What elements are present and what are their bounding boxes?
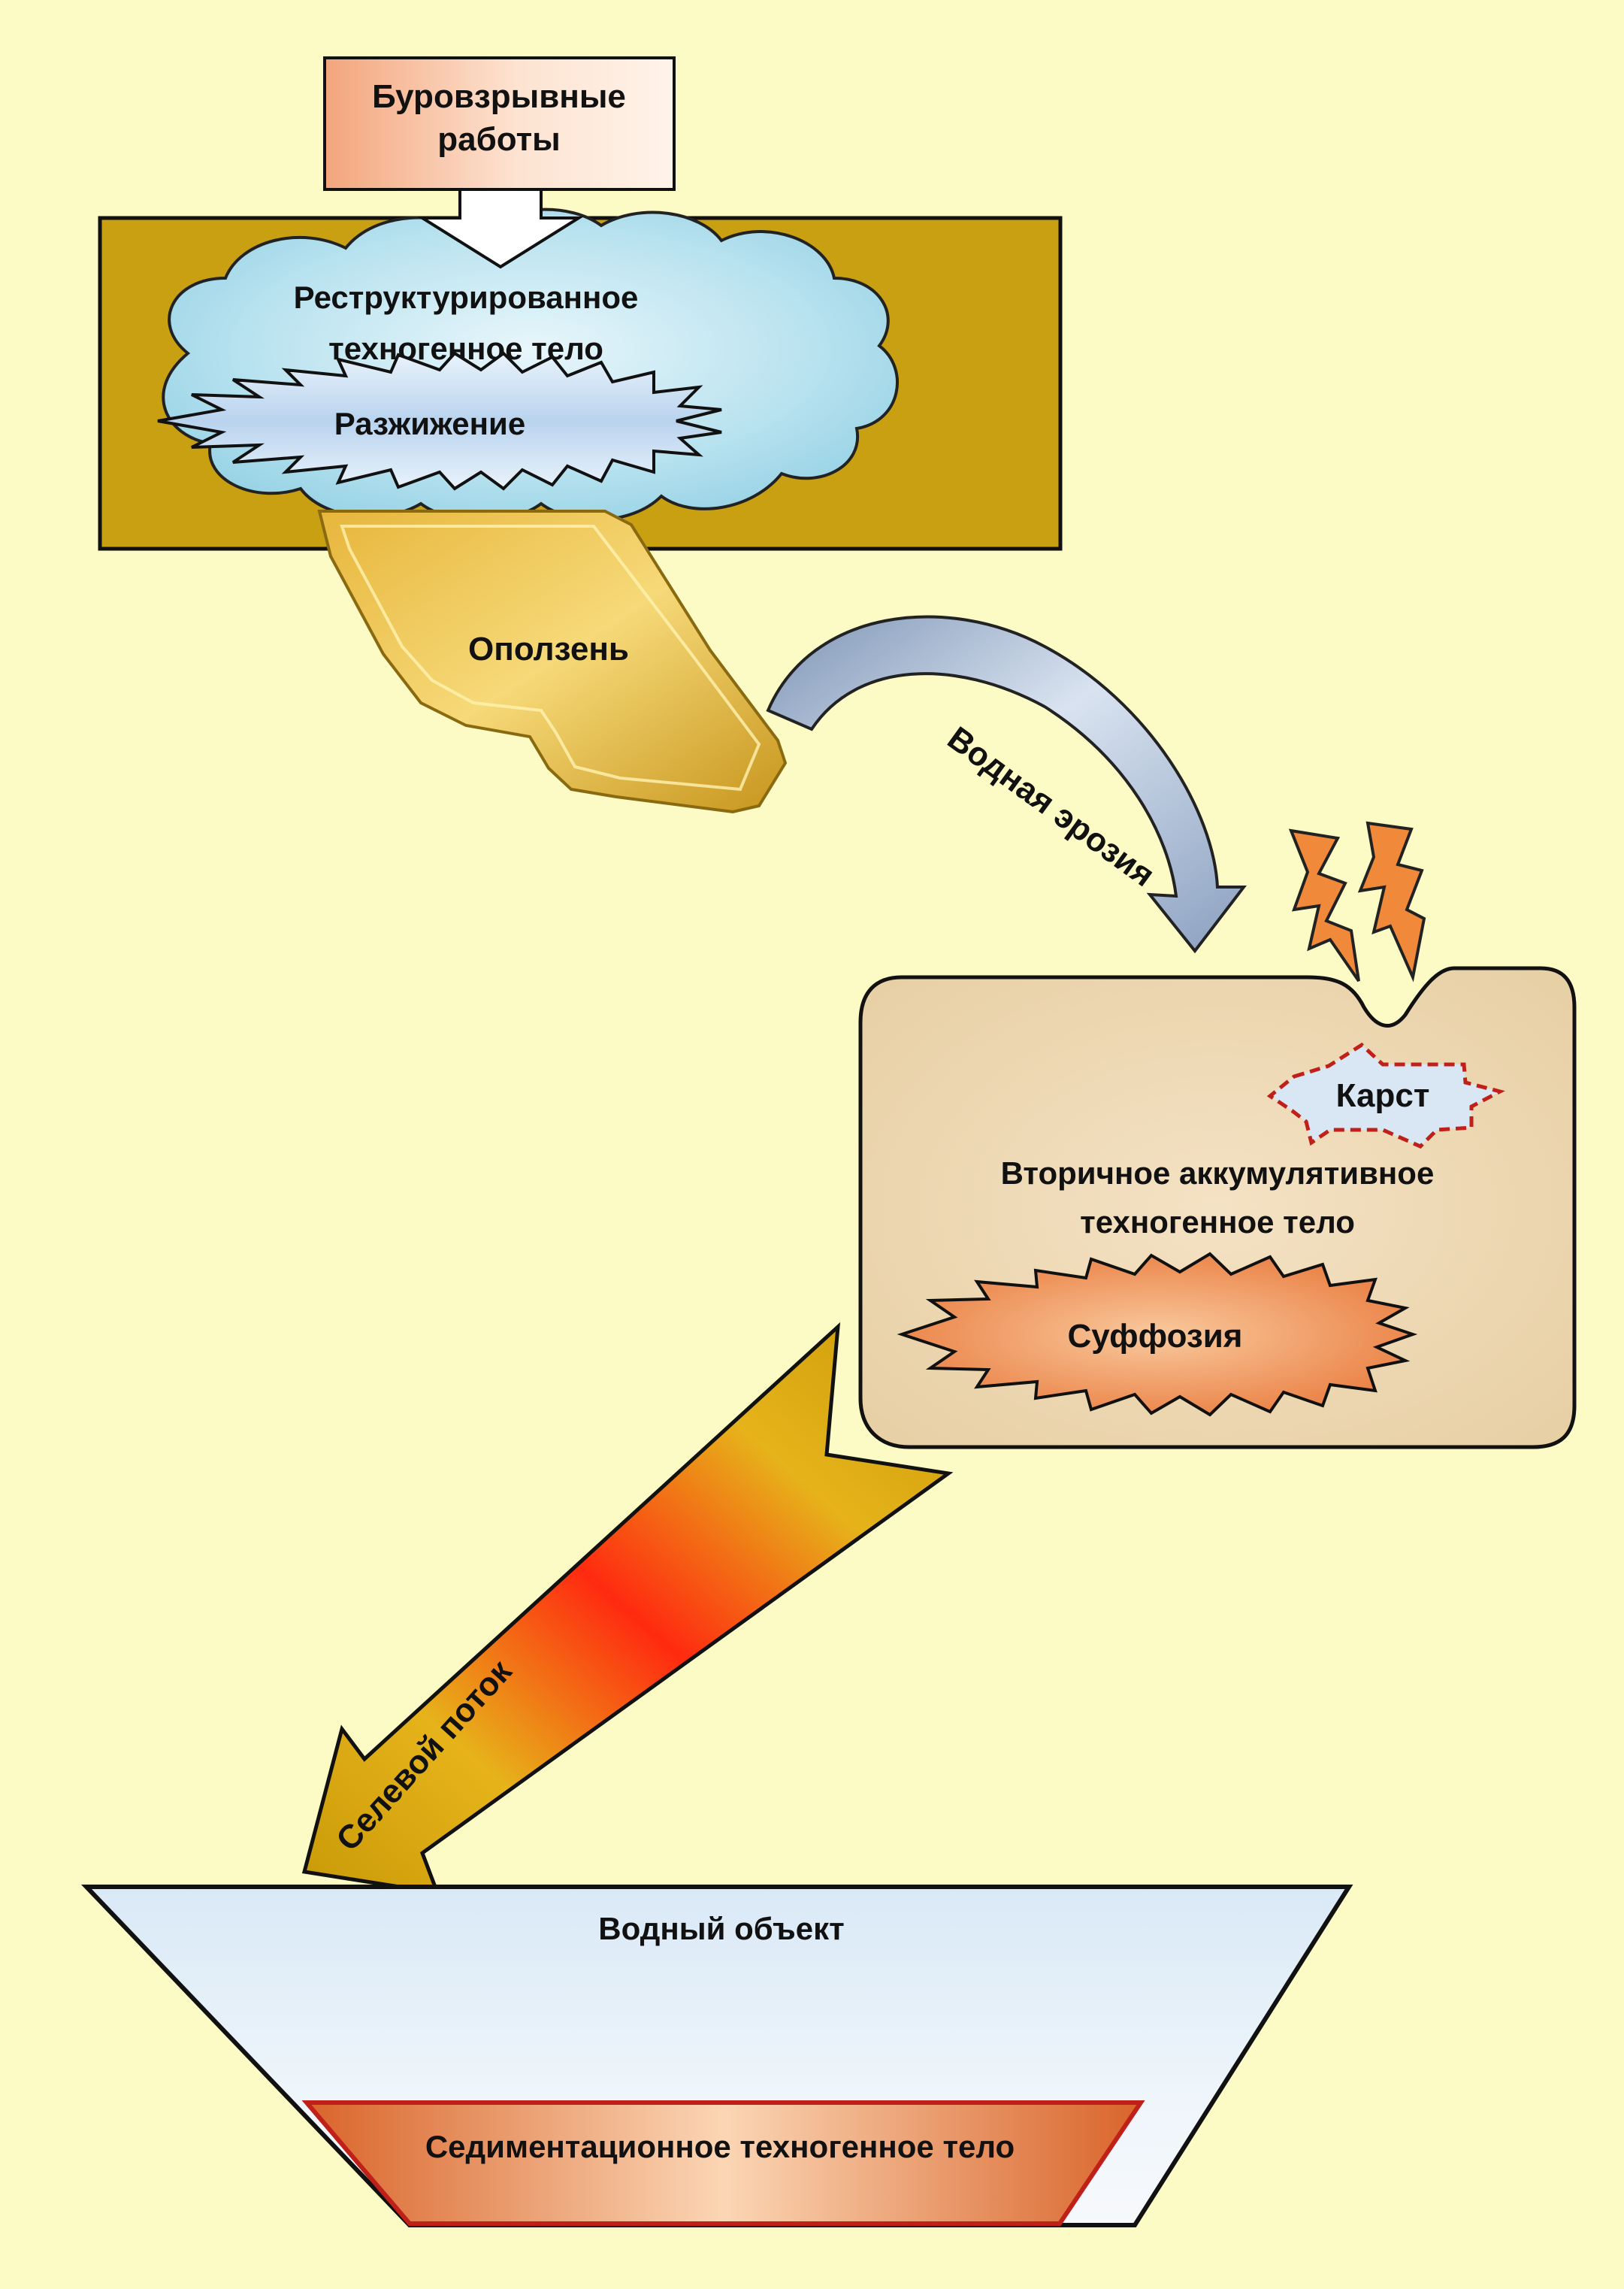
blasting-label-line2: работы xyxy=(437,121,560,158)
lightning-bolt-right xyxy=(1357,821,1426,983)
landslide-label: Оползень xyxy=(468,631,629,668)
liquefaction-burst xyxy=(157,351,722,491)
sediment-label: Седиментационное техногенное тело xyxy=(425,2129,1015,2164)
lightning-bolt-left xyxy=(1288,828,1360,983)
secondary-label-line2: техногенное тело xyxy=(1080,1204,1355,1240)
suffosion-label: Суффозия xyxy=(1068,1318,1243,1355)
karst-badge xyxy=(1266,1042,1505,1149)
landslide-shape xyxy=(317,510,788,814)
suffosion-burst xyxy=(897,1252,1418,1417)
liquefaction-label: Разжижение xyxy=(334,406,525,441)
landslide-inner-edge xyxy=(340,525,761,792)
sediment-layer xyxy=(301,2100,1145,2226)
blasting-arrow xyxy=(417,188,584,269)
water-erosion-arrow xyxy=(766,615,1247,954)
secondary-label-line1: Вторичное аккумулятивное xyxy=(1001,1155,1435,1191)
water-body-label: Водный объект xyxy=(598,1911,844,1946)
blasting-label-line1: Буровзрывные xyxy=(372,78,626,115)
karst-label: Карст xyxy=(1336,1077,1430,1114)
restructured-label-line1: Реструктурированное xyxy=(294,280,639,315)
